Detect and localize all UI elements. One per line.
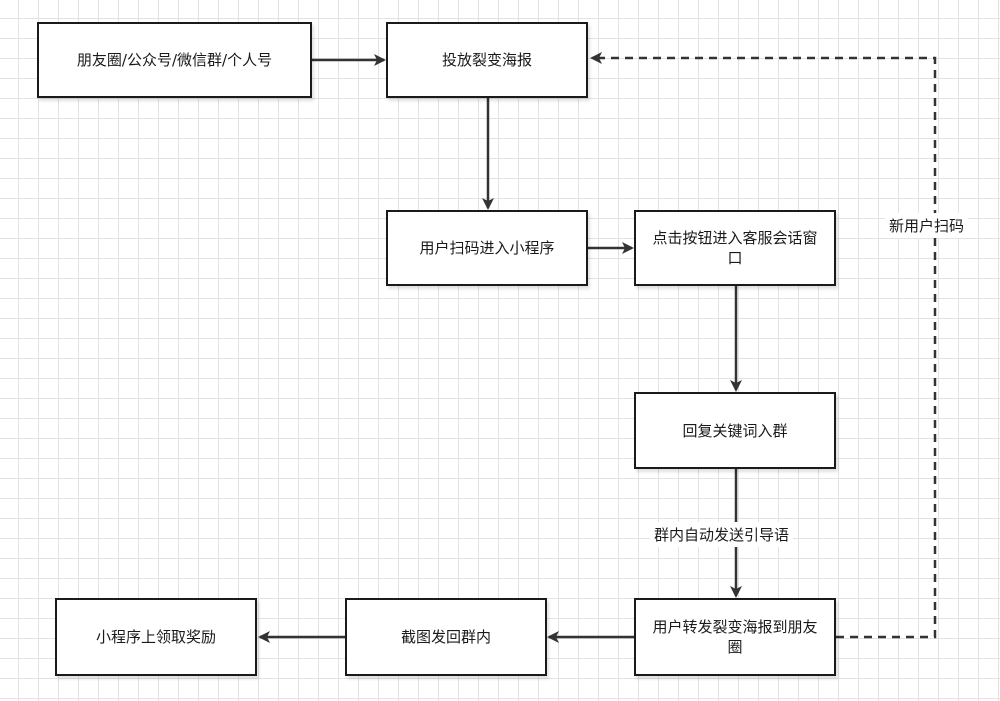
node-channels: 朋友圈/公众号/微信群/个人号 [37,22,312,98]
node-reward: 小程序上领取奖励 [55,598,257,676]
edge-label-auto-send: 群内自动发送引导语 [650,522,794,547]
node-scan: 用户扫码进入小程序 [386,210,588,286]
node-poster: 投放裂变海报 [386,22,588,98]
node-click: 点击按钮进入客服会话窗口 [634,210,836,286]
node-share: 用户转发裂变海报到朋友圈 [634,598,836,676]
node-reply: 回复关键词入群 [634,392,836,469]
node-screenshot: 截图发回群内 [345,598,547,676]
edge-label-new-user: 新用户扫码 [885,213,969,238]
edge-share-to-poster-dashed [590,52,937,639]
